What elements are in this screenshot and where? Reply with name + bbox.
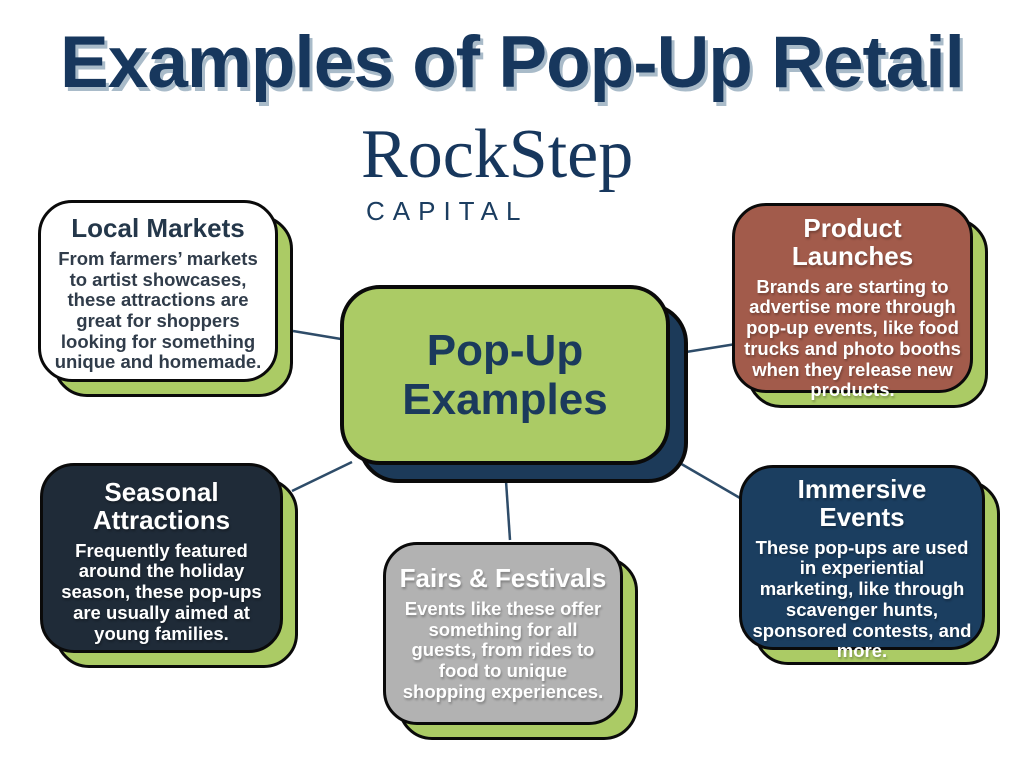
node-body-immersive-events: These pop-ups are used in experiential m… bbox=[752, 536, 972, 662]
node-product-launches: Product Launches Brands are starting to … bbox=[732, 203, 988, 408]
logo-subtext: CAPITAL bbox=[366, 195, 529, 226]
connector-product-launches bbox=[685, 342, 737, 354]
node-immersive-events: Immersive Events These pop-ups are used … bbox=[739, 465, 1000, 665]
node-title-seasonal-attractions: Seasonal Attractions bbox=[92, 477, 231, 535]
center-node-label: Pop-Up Examples bbox=[402, 325, 608, 424]
page-title: Examples of Pop-Up Retail bbox=[60, 22, 965, 103]
node-local-markets: Local Markets From farmers’ markets to a… bbox=[38, 200, 293, 397]
connector-fairs-festivals bbox=[504, 480, 512, 541]
node-title-immersive-events: Immersive Events bbox=[797, 474, 927, 532]
connector-local-markets bbox=[292, 329, 342, 341]
node-body-seasonal-attractions: Frequently featured around the holiday s… bbox=[61, 539, 262, 644]
node-body-product-launches: Brands are starting to advertise more th… bbox=[744, 275, 961, 401]
node-title-product-launches: Product Launches bbox=[791, 213, 914, 271]
node-title-fairs-festivals: Fairs & Festivals bbox=[399, 563, 607, 593]
connector-immersive-events bbox=[677, 460, 741, 500]
node-body-fairs-festivals: Events like these offer something for al… bbox=[402, 597, 604, 702]
node-fairs-festivals: Fairs & Festivals Events like these offe… bbox=[383, 542, 638, 740]
rockstep-logo: RockStep CAPITAL bbox=[361, 118, 633, 227]
node-body-local-markets: From farmers’ markets to artist showcase… bbox=[54, 247, 262, 373]
node-title-local-markets: Local Markets bbox=[71, 213, 245, 243]
logo-wordmark: RockStep bbox=[361, 116, 634, 193]
connector-seasonal-attractions bbox=[291, 460, 353, 493]
node-seasonal-attractions: Seasonal Attractions Frequently featured… bbox=[40, 463, 298, 668]
node-pop-up-examples: Pop-Up Examples bbox=[340, 285, 688, 483]
